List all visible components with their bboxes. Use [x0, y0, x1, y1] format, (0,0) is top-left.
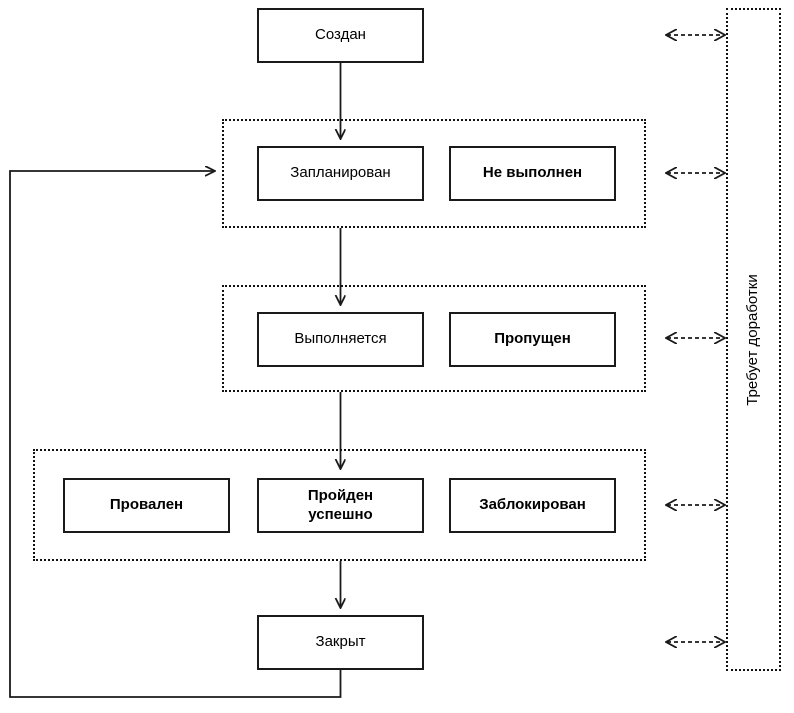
state-node-not-done[interactable]: Не выполнен	[449, 146, 616, 201]
state-node-failed[interactable]: Провален	[63, 478, 230, 533]
state-node-blocked[interactable]: Заблокирован	[449, 478, 616, 533]
rework-label: Требует доработки	[743, 273, 761, 406]
group-result-container	[33, 449, 646, 561]
state-node-skipped[interactable]: Пропущен	[449, 312, 616, 367]
state-node-closed[interactable]: Закрыт	[257, 615, 424, 670]
group-running-container	[222, 285, 646, 392]
group-planned-container	[222, 119, 646, 228]
state-node-running[interactable]: Выполняется	[257, 312, 424, 367]
rework-container	[726, 8, 781, 671]
state-node-planned[interactable]: Запланирован	[257, 146, 424, 201]
state-node-passed[interactable]: Пройден успешно	[257, 478, 424, 533]
state-node-created[interactable]: Создан	[257, 8, 424, 63]
